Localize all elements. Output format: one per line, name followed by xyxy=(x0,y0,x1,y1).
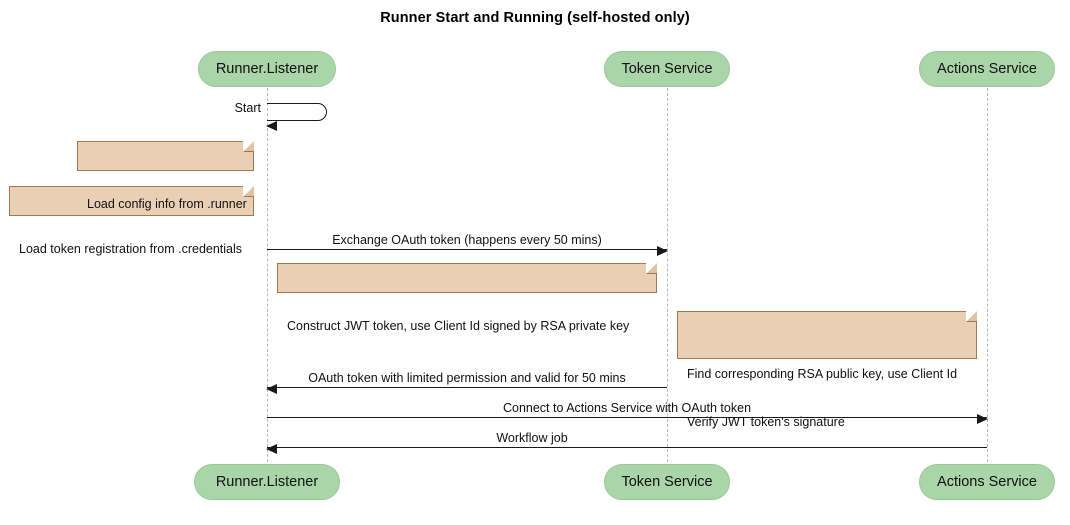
note-text-line-2: Verify JWT token's signature xyxy=(687,415,845,429)
note-verify-jwt-signature: Find corresponding RSA public key, use C… xyxy=(677,310,978,429)
message-connect-to-actions-service[interactable]: Connect to Actions Service with OAuth to… xyxy=(267,401,988,424)
note-load-config: Load config info from .runner xyxy=(77,140,255,211)
message-label: Exchange OAuth token (happens every 50 m… xyxy=(332,233,602,247)
message-label: OAuth token with limited permission and … xyxy=(308,371,626,385)
participant-label: Runner.Listener xyxy=(215,474,319,490)
participant-token-service-top[interactable]: Token Service xyxy=(604,51,730,87)
self-loop-path xyxy=(267,103,327,121)
note-text: Construct JWT token, use Client Id signe… xyxy=(287,319,630,333)
arrowhead-left-icon xyxy=(266,383,277,394)
note-load-token-registration: Load token registration from .credential… xyxy=(9,185,255,256)
note-text: Load token registration from .credential… xyxy=(19,242,243,256)
participant-label: Runner.Listener xyxy=(215,61,319,77)
message-label: Workflow job xyxy=(496,431,568,445)
lifeline-actions xyxy=(987,88,988,467)
message-exchange-oauth-token[interactable]: Exchange OAuth token (happens every 50 m… xyxy=(267,233,668,256)
self-message-label: Start xyxy=(234,101,261,115)
participant-label: Token Service xyxy=(621,61,713,77)
note-fold-icon xyxy=(243,140,255,152)
participant-label: Actions Service xyxy=(937,474,1037,490)
arrowhead-right-icon xyxy=(657,245,668,256)
note-construct-jwt-token: Construct JWT token, use Client Id signe… xyxy=(277,262,658,333)
participant-label: Actions Service xyxy=(937,61,1037,77)
lifeline-runner xyxy=(267,88,268,467)
message-oauth-token-response[interactable]: OAuth token with limited permission and … xyxy=(266,371,667,394)
page-title: Runner Start and Running (self-hosted on… xyxy=(380,10,690,26)
note-fold-icon xyxy=(646,262,658,274)
participant-runner-listener-top[interactable]: Runner.Listener xyxy=(198,51,336,87)
participant-actions-service-bottom[interactable]: Actions Service xyxy=(919,464,1055,500)
arrowhead-left-icon xyxy=(266,443,277,454)
participant-token-service-bottom[interactable]: Token Service xyxy=(604,464,730,500)
note-fold-icon xyxy=(243,185,255,197)
participant-label: Token Service xyxy=(621,474,713,490)
note-text-line-1: Find corresponding RSA public key, use C… xyxy=(687,367,958,381)
note-text: Load config info from .runner xyxy=(87,197,247,211)
note-fold-icon xyxy=(966,310,978,322)
participant-actions-service-top[interactable]: Actions Service xyxy=(919,51,1055,87)
lifeline-token xyxy=(667,88,668,467)
arrowhead-right-icon xyxy=(977,413,988,424)
participant-runner-listener-bottom[interactable]: Runner.Listener xyxy=(194,464,340,500)
arrowhead-left-icon xyxy=(266,121,277,131)
message-workflow-job[interactable]: Workflow job xyxy=(266,431,987,454)
message-label: Connect to Actions Service with OAuth to… xyxy=(502,401,752,415)
